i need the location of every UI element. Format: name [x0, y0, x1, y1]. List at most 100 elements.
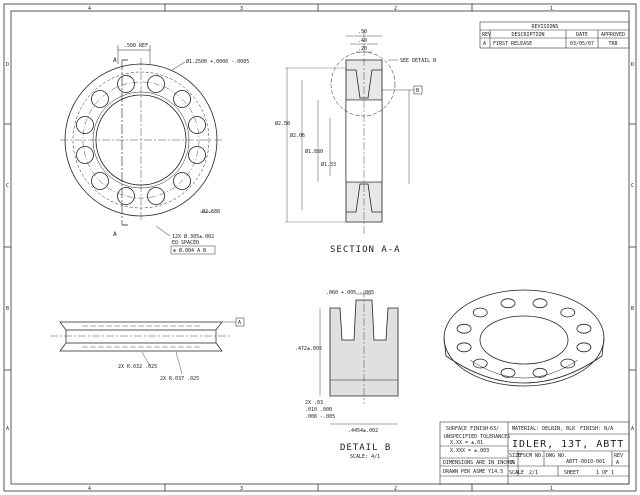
iso-bolt-hole — [560, 358, 576, 369]
tb-finish: FINISH: N/A — [580, 426, 613, 432]
dim-detail-bottom-2: .010 .000 — [305, 407, 332, 413]
dim-ref-width: .500 REF — [124, 43, 148, 49]
zone-col-3: 3 — [240, 6, 243, 12]
zone-col-1-bottom: 1 — [550, 486, 553, 492]
side-view-labels: A 2X R.032 .025 2X R.037 .025 — [118, 320, 241, 382]
tb-tol-2: X.XXX = ±.003 — [450, 448, 489, 454]
part-title: IDLER, 13T, ABTT — [512, 439, 624, 450]
dim-detail-height: .472±.005 — [295, 346, 322, 352]
iso-bolt-hole — [576, 323, 592, 334]
iso-bolt-hole — [576, 342, 592, 353]
title-block — [439, 421, 630, 485]
dim-d4: Ø1.33 — [321, 161, 336, 168]
border — [3, 3, 637, 492]
dim-d1: Ø2.50 — [275, 120, 290, 127]
dim-top-3: .20 — [358, 46, 367, 52]
zone-col-2: 2 — [394, 6, 397, 12]
rev-row-approved: TRB — [608, 41, 617, 47]
bolt-hole — [147, 187, 165, 205]
isometric-view — [443, 289, 605, 387]
rev-row-date: 03/05/07 — [570, 41, 594, 47]
iso-bolt-hole — [472, 307, 488, 318]
section-view-labels: .50 .40 .20 SEE DETAIL B B Ø2.50 Ø2.06 Ø… — [275, 29, 436, 255]
tb-tolerance-title: UNSPECIFIED TOLERANCES — [444, 434, 510, 440]
tb-size-label: SIZE — [509, 453, 521, 459]
detail-title: DETAIL B — [340, 443, 391, 453]
tb-tol-1: X.XX = ±.01 — [450, 440, 483, 446]
zone-row-d-right: D — [631, 62, 634, 68]
tb-finish-value: 63/ — [490, 426, 499, 432]
bolt-hole — [173, 172, 191, 190]
tb-scale-label: SCALE — [509, 470, 524, 476]
iso-bolt-hole — [456, 323, 472, 334]
tb-scale-value: 2/1 — [529, 470, 538, 476]
title-block-labels: SURFACE FINISH 63/ MATERIAL: DELRIN, BLK… — [443, 426, 624, 476]
dim-detail-bottom-3: .006 -.005 — [305, 414, 335, 420]
zone-col-4-bottom: 4 — [88, 486, 91, 492]
section-mark-bottom: A — [113, 231, 117, 238]
bolt-hole — [188, 116, 206, 134]
tb-size-value: A — [511, 460, 514, 466]
dim-detail-top: .060 +.005 -.005 — [326, 290, 374, 296]
dim-d3: Ø1.880 — [305, 148, 323, 155]
dim-detail-bottom-1: 2X .03 — [305, 400, 323, 406]
bolt-hole — [173, 90, 191, 108]
revision-table: REVISIONS REV DESCRIPTION DATE APPROVED … — [479, 21, 630, 49]
bolt-hole — [188, 146, 206, 164]
datum-a: A — [238, 320, 241, 326]
dim-d2: Ø2.06 — [290, 132, 305, 139]
bolt-hole — [117, 75, 135, 93]
rev-header-description: DESCRIPTION — [511, 32, 544, 38]
section-view — [285, 30, 423, 236]
zone-row-d: D — [6, 62, 9, 68]
bolt-hole — [76, 146, 94, 164]
bolt-hole — [91, 90, 109, 108]
tb-dwg-value: ABTT-0010-001 — [566, 459, 605, 465]
iso-bolt-hole — [500, 298, 516, 309]
revision-table-title: REVISIONS — [531, 24, 558, 30]
iso-bolt-hole — [532, 298, 548, 309]
datum-b: B — [416, 88, 419, 94]
iso-bolt-holes — [456, 298, 592, 378]
detail-b — [319, 290, 399, 425]
dim-detail-width: .4454±.002 — [348, 428, 378, 434]
rev-row-rev: A — [483, 41, 486, 47]
detail-b-labels: .060 +.005 -.005 .472±.005 2X .03 .010 .… — [295, 290, 391, 460]
rev-row-description: FIRST RELEASE — [493, 41, 532, 47]
iso-bolt-hole — [472, 358, 488, 369]
zone-row-a: A — [6, 426, 9, 432]
tb-units: DIMENSIONS ARE IN INCHES — [443, 460, 515, 466]
bolt-hole — [91, 172, 109, 190]
zone-col-2-bottom: 2 — [394, 486, 397, 492]
bolt-hole — [117, 187, 135, 205]
tb-sheet-value: 1 OF 1 — [596, 470, 614, 476]
rev-header-date: DATE — [576, 32, 588, 38]
zone-row-c-right: C — [631, 183, 634, 189]
front-view-labels: A A .500 REF Ø1.2500 +.0000 -.0005 Ø2.68… — [113, 43, 249, 255]
position-frame-box — [170, 245, 216, 255]
iso-bolt-hole — [456, 342, 472, 353]
dim-position-frame: ⊕ Ø.004 A B — [173, 247, 206, 254]
dim-outer: Ø2.688 — [202, 208, 220, 215]
tb-dwg-label: DWG NO. — [546, 453, 567, 459]
dim-top-2: .40 — [358, 38, 367, 44]
zone-row-c: C — [6, 183, 9, 189]
iso-bolt-hole — [560, 307, 576, 318]
detail-callout: SEE DETAIL B — [400, 58, 436, 64]
zone-row-b: B — [6, 306, 9, 312]
section-title: SECTION A-A — [330, 245, 401, 255]
zone-col-1: 1 — [550, 6, 553, 12]
zone-col-4: 4 — [88, 6, 91, 12]
dim-center-bore: Ø1.2500 +.0000 -.0005 — [186, 58, 249, 65]
zone-col-3-bottom: 3 — [240, 486, 243, 492]
bolt-hole — [147, 75, 165, 93]
tb-standard: DRAWN PER ASME Y14.5 — [443, 469, 503, 475]
rev-header-approved: APPROVED — [601, 32, 625, 38]
front-view — [60, 45, 222, 237]
dim-holes-spacing: EQ SPACED — [172, 240, 199, 246]
side-view — [50, 317, 245, 375]
bolt-holes — [76, 75, 206, 205]
zone-row-b-right: B — [631, 306, 634, 312]
zone-row-a-right: A — [631, 426, 634, 432]
